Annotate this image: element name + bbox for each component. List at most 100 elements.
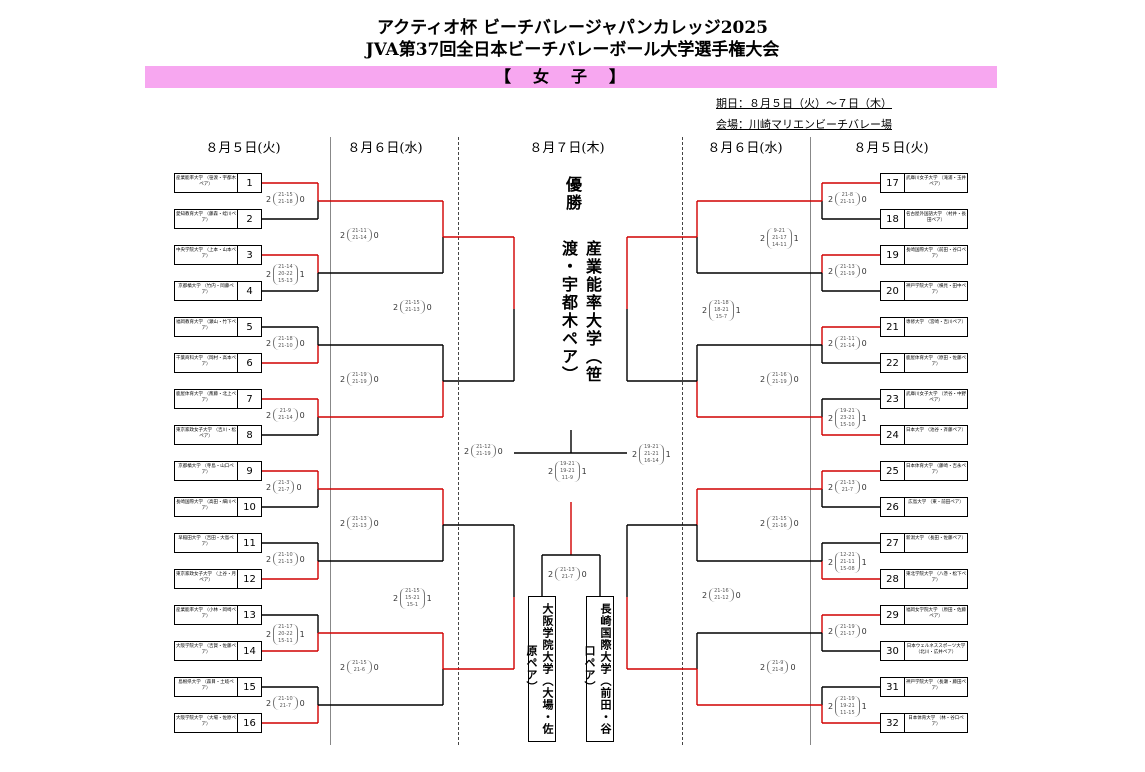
sets-won: 2 <box>266 482 272 492</box>
team-seed: 32 <box>880 713 904 733</box>
sets-lost: 1 <box>299 630 305 639</box>
team-seed: 17 <box>880 173 904 193</box>
team-seed: 29 <box>880 605 904 625</box>
team-name: 愛知教育大学 （藤森・蛭川ペア） <box>174 209 238 229</box>
sets-won: 2 <box>340 374 346 384</box>
team-seed: 19 <box>880 245 904 265</box>
sets-lost: 0 <box>861 266 867 276</box>
tournament-title-line2: JVA第37回全日本ビーチバレーボール大学選手権大会 <box>365 40 780 60</box>
sets-won: 2 <box>340 518 346 528</box>
team-seed: 25 <box>880 461 904 481</box>
sets-lost: 0 <box>790 662 796 672</box>
sets-lost: 0 <box>793 374 799 384</box>
team-seed: 3 <box>238 245 262 265</box>
sets-won: 2 <box>828 338 834 348</box>
sets-won: 2 <box>760 518 766 528</box>
sets-won: 2 <box>266 410 272 420</box>
sets-won: 2 <box>632 450 638 459</box>
sets-lost: 0 <box>426 302 432 312</box>
sets-won: 2 <box>548 467 554 476</box>
division-banner: 【女子】 <box>145 66 997 88</box>
sets-won: 2 <box>340 662 346 672</box>
sets-won: 2 <box>266 270 272 279</box>
sets-lost: 0 <box>861 482 867 492</box>
team-seed: 31 <box>880 677 904 697</box>
sets-won: 2 <box>393 594 399 603</box>
sets-won: 2 <box>393 302 399 312</box>
team-name: 福岡教育大学 （瀬山・竹下ペア） <box>174 317 238 337</box>
team-seed: 23 <box>880 389 904 409</box>
sets-lost: 0 <box>497 446 503 456</box>
sets-lost: 1 <box>861 558 867 567</box>
sets-won: 2 <box>828 266 834 276</box>
sets-won: 2 <box>266 338 272 348</box>
sets-won: 2 <box>828 702 834 711</box>
sets-won: 2 <box>464 446 470 456</box>
team-name: 長崎国際大学 （高田・細川ペア） <box>174 497 238 517</box>
team-name: 神戸学院大学 （長瀬・藤田ペア） <box>904 677 968 697</box>
sets-lost: 0 <box>581 569 587 579</box>
finalist-right: 長崎国際大学（前田・谷口ペア） <box>583 596 614 742</box>
sets-lost: 0 <box>861 626 867 636</box>
sets-lost: 0 <box>299 194 305 204</box>
team-seed: 13 <box>238 605 262 625</box>
sets-lost: 0 <box>373 662 379 672</box>
team-seed: 10 <box>238 497 262 517</box>
sets-lost: 0 <box>299 410 305 420</box>
sets-lost: 0 <box>299 554 305 564</box>
sets-lost: 0 <box>735 590 741 600</box>
sets-won: 2 <box>266 698 272 708</box>
sets-won: 2 <box>266 194 272 204</box>
sets-won: 2 <box>760 374 766 384</box>
team-seed: 18 <box>880 209 904 229</box>
team-seed: 24 <box>880 425 904 445</box>
sets-lost: 1 <box>665 450 671 459</box>
team-name: 早稲田大学 （吉田・大島ペア） <box>174 533 238 553</box>
team-seed: 22 <box>880 353 904 373</box>
column-divider <box>682 137 683 745</box>
team-seed: 26 <box>880 497 904 517</box>
team-name: 鹿屋体育大学 （斎藤・北上ペア） <box>174 389 238 409</box>
sets-lost: 1 <box>581 467 587 476</box>
column-divider <box>330 137 331 745</box>
event-venue: 会場：川崎マリエンビーチバレー場 <box>716 118 892 131</box>
sets-lost: 0 <box>861 338 867 348</box>
team-seed: 30 <box>880 641 904 661</box>
team-seed: 5 <box>238 317 262 337</box>
team-name: 東北学院大学 （八巻・松下ペア） <box>904 569 968 589</box>
team-name: 東京家政女子大学 （吉川・松ペア） <box>174 425 238 445</box>
team-name: 長崎国際大学 （前田・谷口ペア） <box>904 245 968 265</box>
sets-won: 2 <box>828 414 834 423</box>
sets-won: 2 <box>266 554 272 564</box>
